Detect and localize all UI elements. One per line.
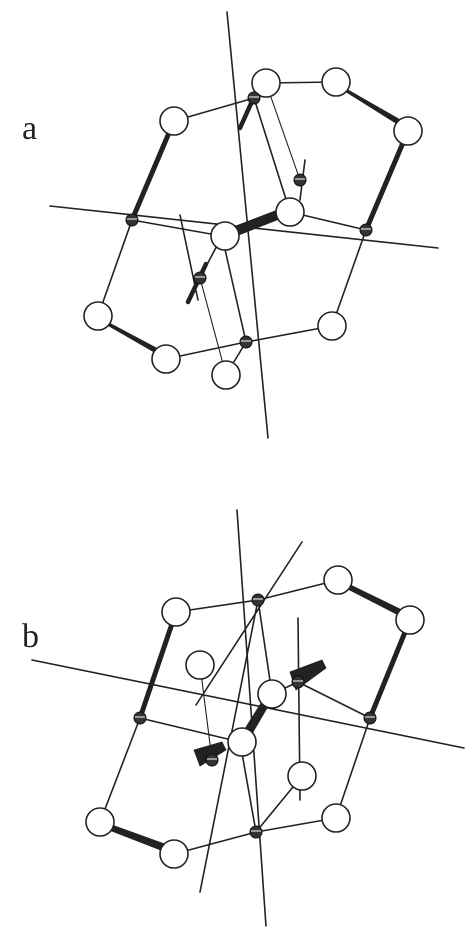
panel-a-bond bbox=[331, 229, 367, 327]
panel-a-atom-open bbox=[251, 68, 281, 98]
panel-a-atom-open bbox=[210, 221, 240, 251]
panel-b-atom-open bbox=[85, 807, 115, 837]
panel-b-bond bbox=[257, 599, 273, 695]
panel-a-atom-open bbox=[317, 311, 347, 341]
panel-b-atom-open bbox=[287, 761, 317, 791]
panel-a-atom-open bbox=[211, 360, 241, 390]
panel-b-bond bbox=[335, 717, 371, 819]
panel-a-bond bbox=[221, 235, 247, 343]
panel-a-bond bbox=[129, 118, 177, 223]
panel-label-a: a bbox=[22, 110, 38, 147]
panel-a-atom-open bbox=[151, 344, 181, 374]
panel-b-structure bbox=[31, 509, 465, 927]
panel-a-atom-metal bbox=[239, 335, 253, 349]
panel-b-bond bbox=[367, 617, 413, 721]
panel-b-atom-open bbox=[395, 605, 425, 635]
panel-a-bond bbox=[131, 219, 223, 237]
panel-b-atom-metal bbox=[205, 753, 219, 767]
panel-a-structure bbox=[49, 11, 439, 439]
panel-a-bond bbox=[97, 219, 133, 317]
panel-a-atom-open bbox=[275, 197, 305, 227]
panel-a-bond bbox=[265, 82, 301, 181]
panel-a-atom-open bbox=[159, 106, 189, 136]
panel-a-atom-metal bbox=[359, 223, 373, 237]
panel-b-axis-horizontal bbox=[31, 659, 465, 749]
panel-a-atom-open bbox=[321, 67, 351, 97]
panel-a-atom-metal bbox=[293, 173, 307, 187]
panel-b-atom-open bbox=[321, 803, 351, 833]
panel-b-bond bbox=[139, 717, 241, 743]
panel-b-atom-metal bbox=[133, 711, 147, 725]
panel-b-atom-metal bbox=[249, 825, 263, 839]
panel-b-bond bbox=[199, 664, 213, 761]
panel-b-atom-metal bbox=[363, 711, 377, 725]
panel-b-atom-open bbox=[323, 565, 353, 595]
panel-b-axis-diagonal bbox=[195, 541, 303, 706]
panel-a-bond bbox=[199, 277, 227, 376]
panel-a-bond bbox=[253, 97, 291, 213]
panel-b-bond bbox=[137, 609, 179, 721]
panel-a-atom-open bbox=[83, 301, 113, 331]
panel-a-atom-metal bbox=[193, 271, 207, 285]
panel-b-atom-metal bbox=[291, 675, 305, 689]
panel-a-atom-open bbox=[393, 116, 423, 146]
panel-b-bond bbox=[99, 717, 141, 823]
panel-b-atom-open bbox=[159, 839, 189, 869]
panel-b-atom-open bbox=[257, 679, 287, 709]
panel-a-atom-metal bbox=[247, 91, 261, 105]
panel-b-atom-open bbox=[161, 597, 191, 627]
panel-b-atom-open bbox=[227, 727, 257, 757]
panel-a-bond bbox=[363, 128, 411, 233]
panel-b-bond bbox=[239, 741, 257, 833]
panel-a-atom-metal bbox=[125, 213, 139, 227]
panel-label-b: b bbox=[22, 618, 39, 655]
panel-b-atom-open bbox=[185, 650, 215, 680]
panel-b-atom-metal bbox=[251, 593, 265, 607]
panel-b-bond bbox=[297, 681, 371, 719]
